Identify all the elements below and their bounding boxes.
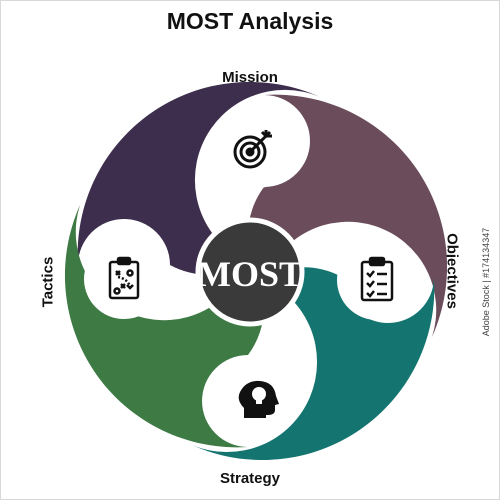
center-circle — [195, 217, 305, 327]
segment-tactics — [64, 205, 264, 448]
target-icon — [213, 109, 293, 189]
strategy-board-icon — [84, 239, 164, 319]
head-lightbulb-icon — [220, 364, 296, 440]
diagram-title: MOST Analysis — [166, 8, 334, 34]
segment-objectives — [248, 94, 448, 337]
label-strategy: Strategy — [219, 470, 281, 487]
clipboard-checklist-icon — [337, 240, 417, 320]
segment-strategy — [192, 267, 435, 461]
label-mission: Mission — [222, 69, 278, 86]
center-label: MOST — [197, 254, 303, 294]
segment-mission — [77, 81, 320, 275]
